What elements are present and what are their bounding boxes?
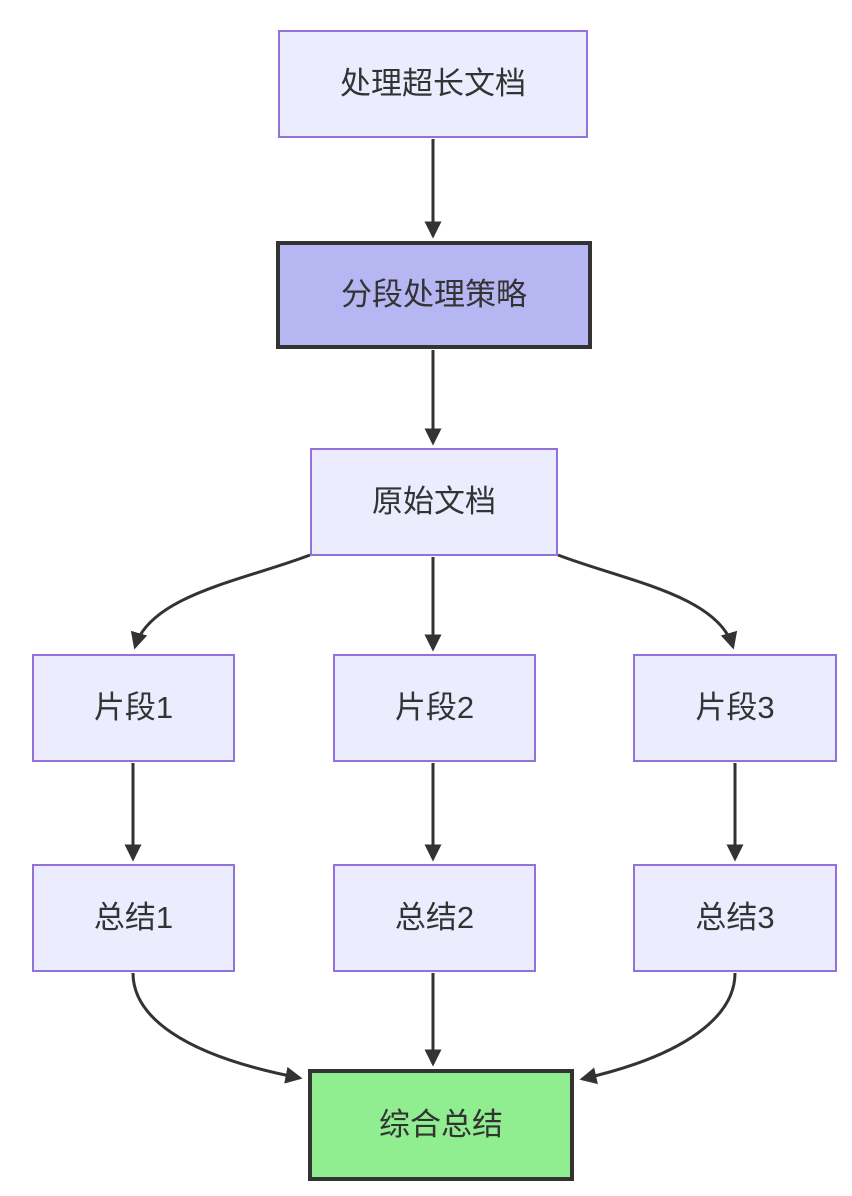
- node-label: 总结2: [394, 900, 475, 936]
- node-fragment-3: 片段3: [633, 654, 837, 762]
- node-label: 原始文档: [372, 484, 496, 520]
- node-process-long-doc: 处理超长文档: [278, 30, 588, 138]
- node-label: 总结3: [695, 900, 775, 936]
- node-label: 总结1: [93, 900, 174, 936]
- edge-summary-1-to-final-summary: [131, 972, 303, 1084]
- node-original-document: 原始文档: [310, 448, 558, 556]
- node-label: 综合总结: [379, 1107, 503, 1143]
- node-summary-3: 总结3: [633, 864, 837, 972]
- node-label: 片段2: [394, 690, 475, 726]
- node-fragment-2: 片段2: [333, 654, 536, 762]
- node-label: 片段3: [695, 690, 775, 726]
- node-fragment-1: 片段1: [32, 654, 235, 762]
- node-label: 分段处理策略: [341, 277, 527, 313]
- node-label: 处理超长文档: [340, 66, 526, 102]
- node-label: 片段1: [93, 690, 174, 726]
- node-summary-1: 总结1: [32, 864, 235, 972]
- edge-original-document-to-fragment-3: [557, 553, 738, 650]
- edge-summary-3-to-final-summary: [579, 972, 737, 1085]
- edge-original-document-to-fragment-1: [130, 553, 311, 650]
- node-segmentation-strategy: 分段处理策略: [276, 241, 592, 349]
- node-summary-2: 总结2: [333, 864, 536, 972]
- node-final-summary: 综合总结: [308, 1069, 574, 1181]
